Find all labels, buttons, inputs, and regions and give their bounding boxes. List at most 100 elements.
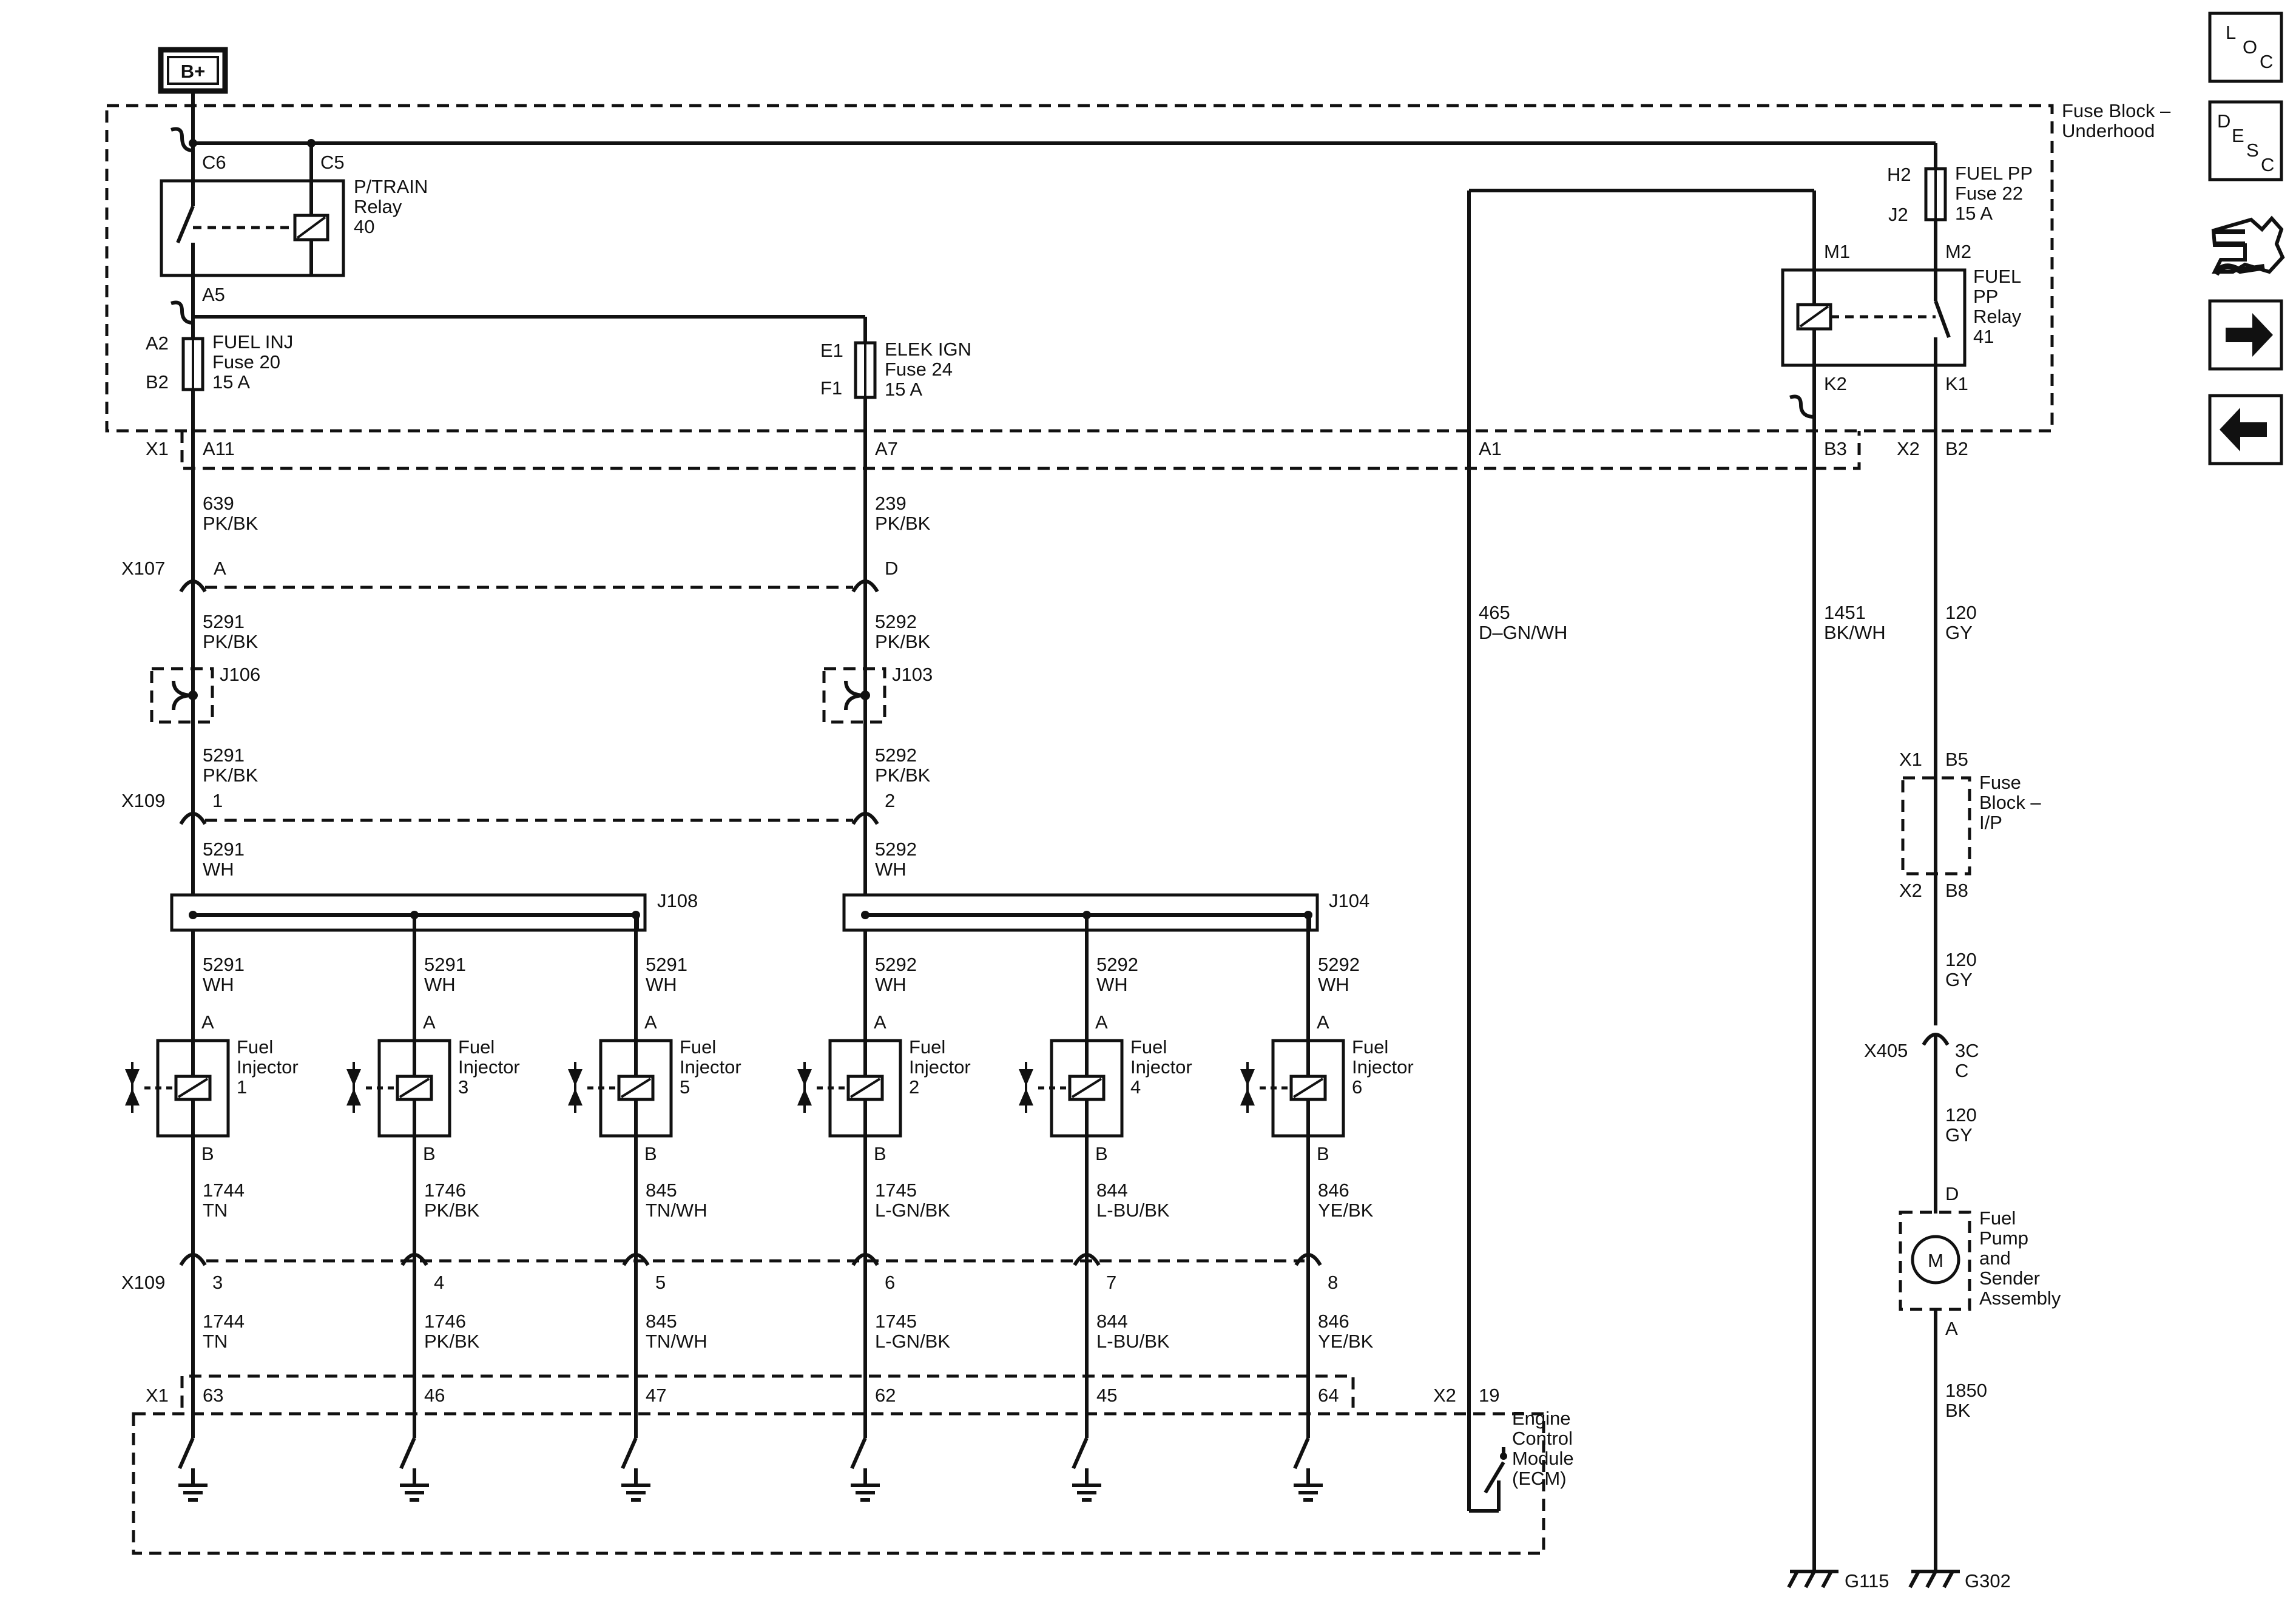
- ecm-injector-pin: 45: [1096, 1385, 1117, 1406]
- x107-pin-d: D: [885, 558, 898, 579]
- ecm-injector-pin: 64: [1318, 1385, 1339, 1406]
- injector-pin-a: A: [874, 1011, 886, 1033]
- x2-pin-b2: B2: [1945, 438, 1968, 459]
- location-button[interactable]: L O C: [2208, 12, 2283, 83]
- ecm-pin-19: 19: [1479, 1385, 1499, 1406]
- fuse-block-underhood-label: Fuse Block –Underhood: [2062, 100, 2171, 141]
- fuse-block-underhood-boundary: [105, 104, 2054, 433]
- battery-label: B+: [181, 61, 206, 82]
- x1-connector-label: X1: [146, 438, 169, 459]
- connector-tool-icon[interactable]: [2211, 215, 2285, 276]
- ecm-x2-label: X2: [1433, 1385, 1456, 1406]
- desc-letter-e: E: [2232, 125, 2244, 146]
- injector-pin-a: A: [201, 1011, 214, 1033]
- x109-injector-pin: 8: [1328, 1272, 1338, 1293]
- fuel-pump-motor: M: [1928, 1250, 1943, 1271]
- battery-source: B+: [158, 47, 228, 108]
- back-button[interactable]: [2208, 394, 2283, 465]
- j106-label: J106: [220, 664, 260, 685]
- ecm-input-switch: [1469, 1447, 1507, 1513]
- x109-injector-pin: 7: [1106, 1272, 1116, 1293]
- ptrain-pin-c5: C5: [320, 152, 345, 173]
- x109-bottom-label: X109: [121, 1272, 165, 1293]
- fuel-inj-fuse-top-pin: A2: [146, 333, 169, 354]
- x109-injector-pin: 4: [434, 1272, 444, 1293]
- forward-button[interactable]: [2208, 299, 2283, 371]
- fuel-pp-fuse-bottom-pin: J2: [1888, 204, 1908, 225]
- injector-pin-b: B: [874, 1143, 886, 1164]
- description-button[interactable]: D E S C: [2208, 100, 2283, 181]
- arrow-left-icon: [2220, 408, 2267, 451]
- ptrain-pin-a5: A5: [202, 284, 225, 305]
- ecm-injector-pin: 47: [646, 1385, 666, 1406]
- g302-label: G302: [1965, 1570, 2011, 1592]
- ptrain-pin-c6: C6: [202, 152, 226, 173]
- injector-pin-b: B: [1095, 1143, 1108, 1164]
- ecm-boundary: [132, 1412, 1545, 1555]
- injector-pin-b: B: [423, 1143, 436, 1164]
- fuse-block-ip-x2: X2: [1899, 880, 1922, 901]
- j104-label: J104: [1329, 890, 1369, 911]
- x1-connector-boundary: [180, 431, 1861, 470]
- x1-pin-a7: A7: [875, 438, 898, 459]
- x109-injector-pin: 6: [885, 1272, 895, 1293]
- x107-label: X107: [121, 558, 165, 579]
- fuel-pp-fuse-top-pin: H2: [1887, 164, 1911, 185]
- elek-ign-fuse-top-pin: E1: [820, 340, 843, 361]
- injector-pin-a: A: [644, 1011, 657, 1033]
- fuel-pump-pin-a: A: [1945, 1318, 1958, 1339]
- loc-letter-o: O: [2243, 36, 2257, 58]
- x1-pin-a1: A1: [1479, 438, 1502, 459]
- injector-pin-b: B: [1317, 1143, 1329, 1164]
- x1-pin-b3: B3: [1824, 438, 1847, 459]
- elek-ign-fuse-bottom-pin: F1: [820, 377, 842, 399]
- nav-toolbar: L O C D E S C: [2208, 12, 2285, 465]
- x109-injector-pin: 5: [655, 1272, 666, 1293]
- ecm-injector-pin: 63: [203, 1385, 223, 1406]
- ecm-injector-pin: 46: [424, 1385, 445, 1406]
- ground-g302: G302: [1908, 1570, 2011, 1592]
- x1-pin-a11: A11: [203, 438, 235, 459]
- x109-injector-pin: 3: [212, 1272, 223, 1293]
- fuel-pp-relay-pin-m2: M2: [1945, 241, 1971, 262]
